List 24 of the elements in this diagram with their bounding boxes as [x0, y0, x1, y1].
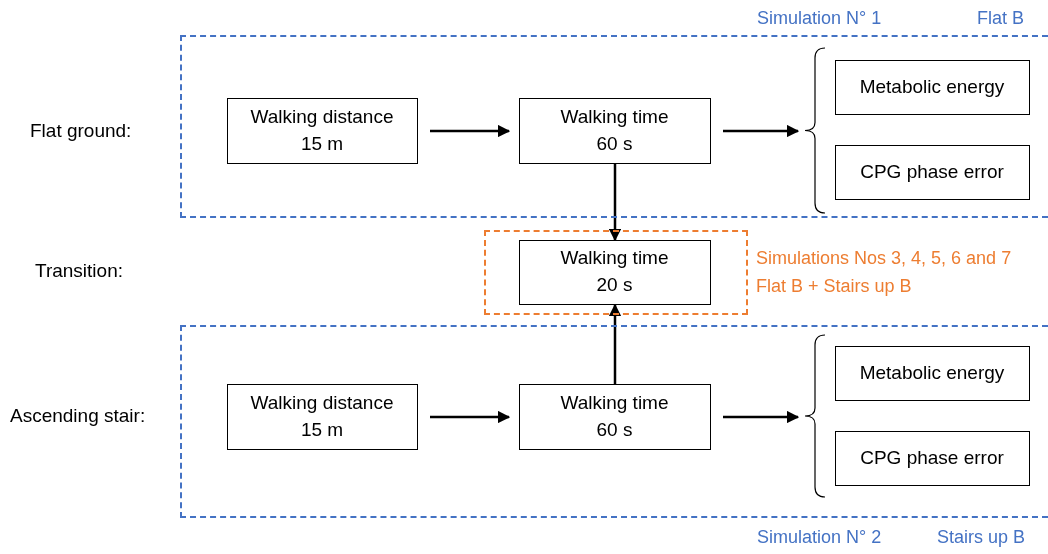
arrow: [430, 410, 511, 424]
arrow: [430, 124, 511, 138]
group-note: Flat B + Stairs up B: [756, 276, 912, 297]
arrow: [608, 164, 622, 242]
group-title: Flat B: [977, 8, 1024, 29]
row-label: Transition:: [35, 260, 123, 282]
process-box: Walking time 20 s: [518, 239, 711, 305]
process-box: Walking time 60 s: [518, 383, 711, 450]
row-label: Flat ground:: [30, 120, 132, 142]
process-box: Walking distance 15 m: [226, 97, 418, 164]
process-box: Walking time 60 s: [518, 97, 711, 164]
group-title: Simulation N° 1: [757, 8, 882, 29]
process-box: CPG phase error: [834, 144, 1030, 200]
row-label: Ascending stair:: [10, 405, 146, 427]
process-box: CPG phase error: [834, 430, 1030, 486]
group-title: Simulation N° 2: [757, 527, 882, 548]
arrow: [723, 410, 800, 424]
process-box: Walking distance 15 m: [226, 383, 418, 450]
arrow: [723, 124, 800, 138]
process-box: Metabolic energy: [834, 345, 1030, 401]
group-note: Simulations Nos 3, 4, 5, 6 and 7: [756, 248, 1012, 269]
group-title: Stairs up B: [937, 527, 1026, 548]
process-box: Metabolic energy: [834, 59, 1030, 115]
arrow: [608, 303, 622, 384]
